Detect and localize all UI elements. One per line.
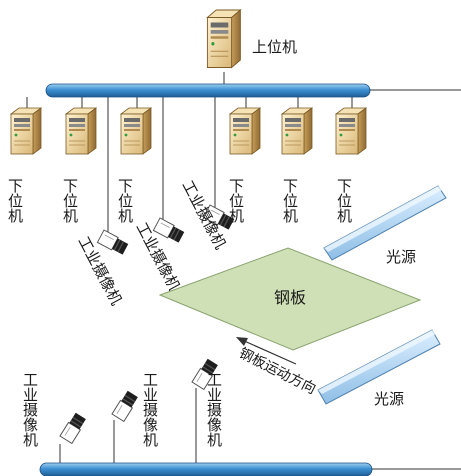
lower-computer-label-6: 下位机 <box>335 178 353 224</box>
bottom-network-bus <box>39 462 461 476</box>
light-source-label-top: 光源 <box>386 248 416 266</box>
lower-camera-label-2: 工业摄像机 <box>141 372 159 448</box>
lower-computer-2: 下位机 <box>61 107 97 224</box>
top-network-bus <box>45 83 461 98</box>
lower-computer-4: 下位机 <box>227 107 261 224</box>
lower-computer-5: 下位机 <box>281 107 313 224</box>
light-source-label-bottom: 光源 <box>374 390 404 408</box>
lower-camera-2 <box>111 389 140 422</box>
steel-plate: 钢板 <box>158 247 422 351</box>
lower-computer-label-2: 下位机 <box>61 178 79 224</box>
lower-computer-label-3: 下位机 <box>116 178 134 224</box>
motion-direction-label: 钢板运动方向 <box>236 345 318 397</box>
lower-computer-links <box>26 97 353 110</box>
motion-direction-arrow: 钢板运动方向 <box>236 337 318 398</box>
upper-camera-cables <box>107 97 216 232</box>
lower-computer-6: 下位机 <box>335 107 367 224</box>
lower-computer-label-5: 下位机 <box>281 178 299 224</box>
steel-plate-label: 钢板 <box>274 288 306 307</box>
host-computer-label: 上位机 <box>252 38 297 56</box>
lower-computer-1: 下位机 <box>6 107 42 224</box>
lower-camera-cables <box>59 388 197 464</box>
lower-computer-3: 下位机 <box>116 107 152 224</box>
lower-camera-label-3: 工业摄像机 <box>205 372 223 448</box>
lower-computer-label-4: 下位机 <box>227 178 245 224</box>
lower-camera-label-1: 工业摄像机 <box>21 372 39 448</box>
host-computer: 上位机 <box>206 9 297 84</box>
light-source-top: 光源 <box>323 185 447 266</box>
lower-computer-label-1: 下位机 <box>6 178 24 224</box>
lower-camera-1 <box>59 411 88 444</box>
light-source-bottom: 光源 <box>317 329 441 408</box>
upper-camera-1 <box>96 229 130 257</box>
